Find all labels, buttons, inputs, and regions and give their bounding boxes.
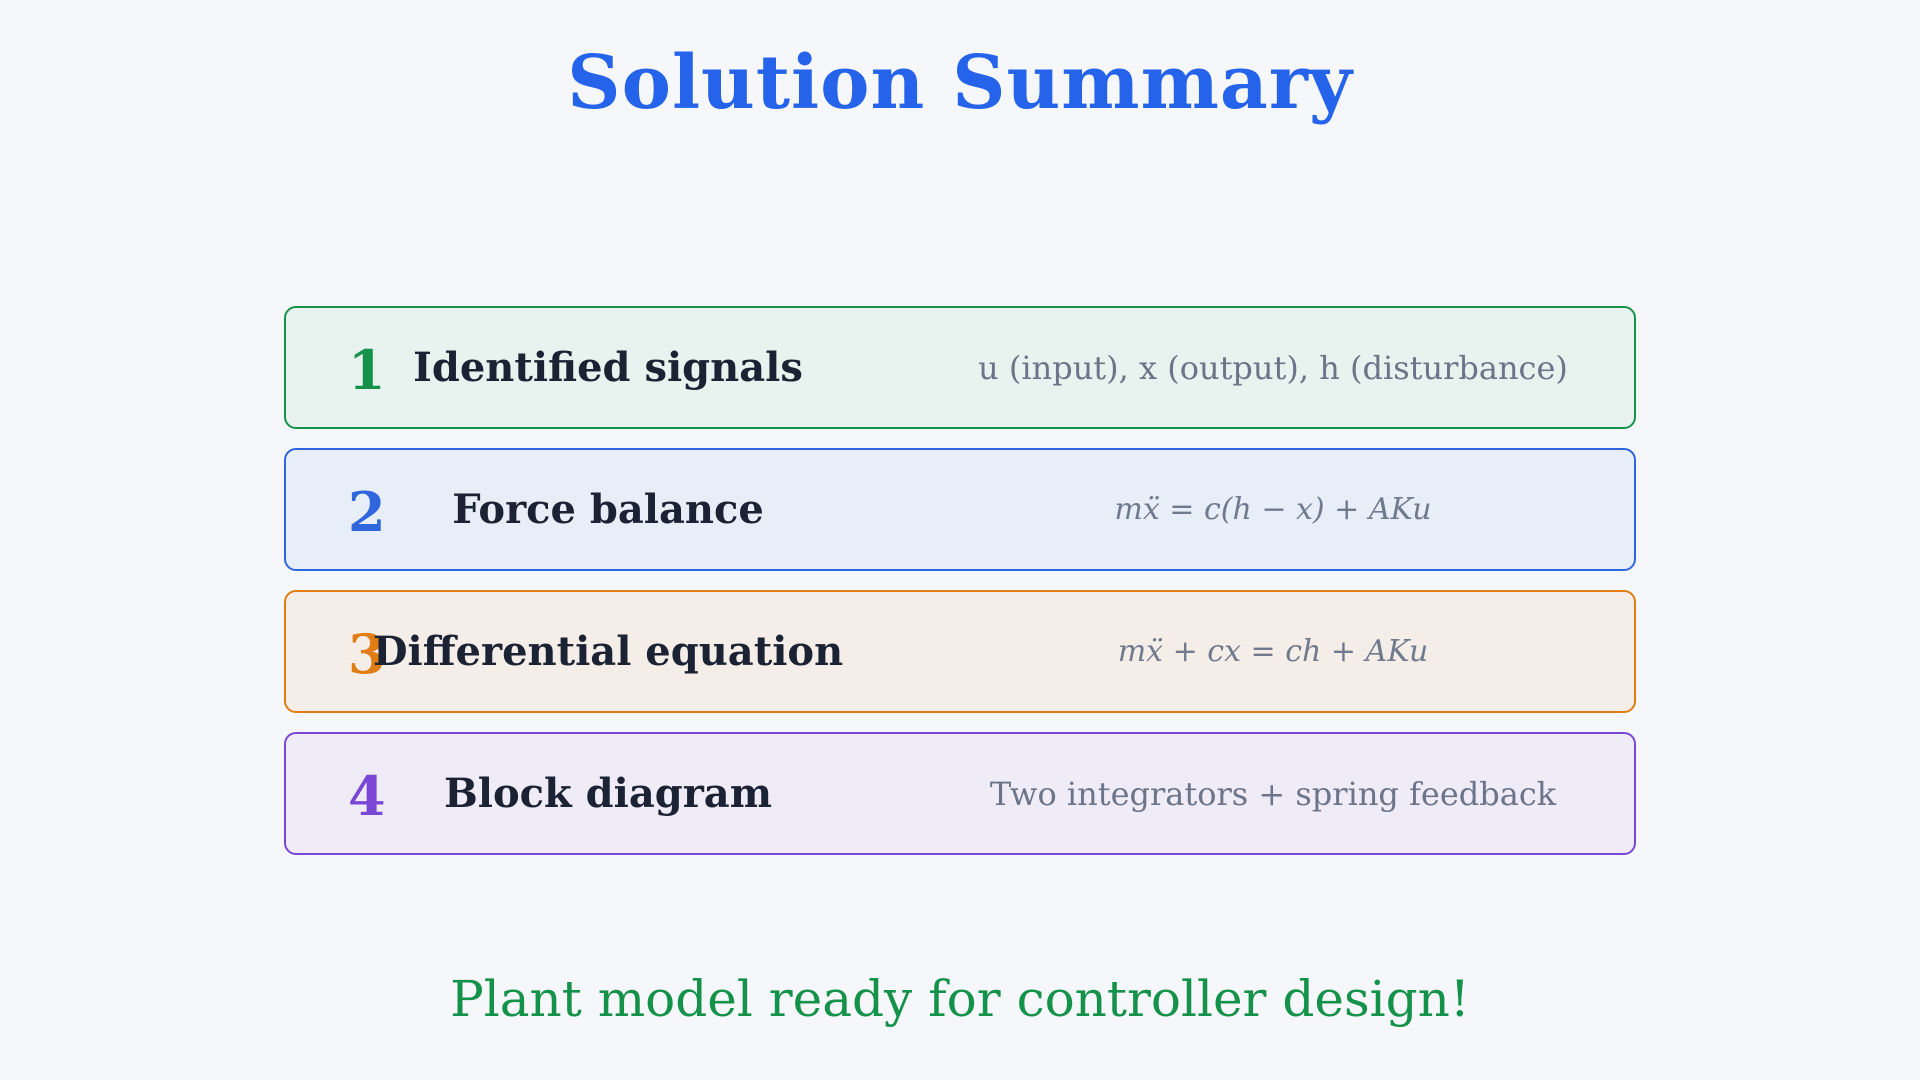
step-detail: u (input), x (output), h (disturbance) <box>978 348 1568 387</box>
summary-step-4: 4 Block diagram Two integrators + spring… <box>284 732 1636 855</box>
summary-step-3: 3 Differential equation mẍ + cx = ch + A… <box>284 590 1636 713</box>
step-equation: mẍ + cx = ch + AKu <box>1117 634 1429 669</box>
conclusion-text: Plant model ready for controller design! <box>450 970 1470 1028</box>
step-label: Block diagram <box>443 770 773 817</box>
step-equation: mẍ = c(h − x) + AKu <box>1114 492 1432 527</box>
step-number: 2 <box>348 479 386 544</box>
step-label: Differential equation <box>372 628 844 675</box>
step-detail: Two integrators + spring feedback <box>989 774 1557 813</box>
step-number: 1 <box>348 337 386 402</box>
step-number: 3 <box>348 621 386 686</box>
step-number: 4 <box>348 763 386 828</box>
summary-steps-list: 1 Identified signals u (input), x (outpu… <box>284 306 1636 874</box>
step-label: Identified signals <box>413 344 803 391</box>
page-title: Solution Summary <box>567 40 1353 126</box>
summary-step-1: 1 Identified signals u (input), x (outpu… <box>284 306 1636 429</box>
step-label: Force balance <box>452 486 764 533</box>
summary-step-2: 2 Force balance mẍ = c(h − x) + AKu <box>284 448 1636 571</box>
